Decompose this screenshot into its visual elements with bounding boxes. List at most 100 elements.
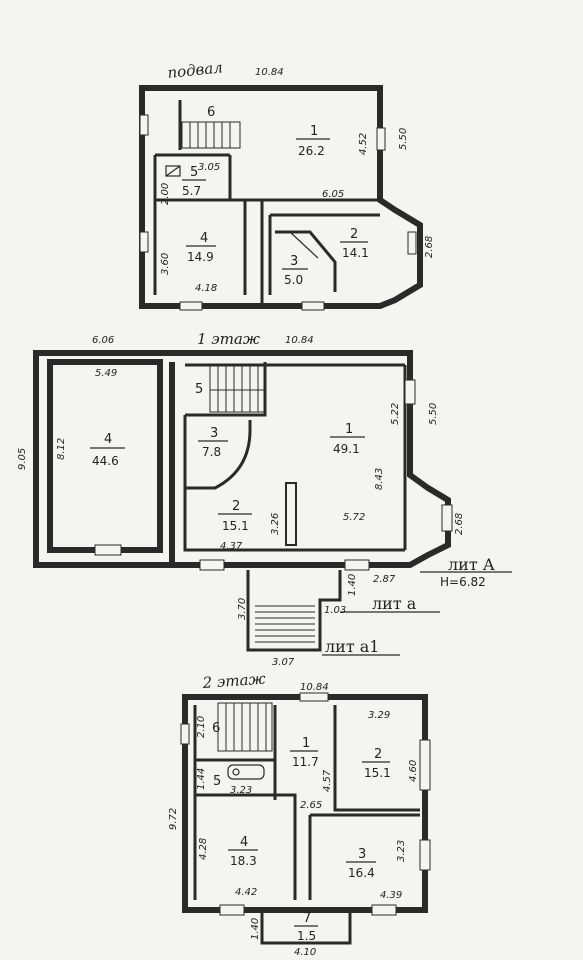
first-window bbox=[441, 504, 453, 532]
second-room-7-num: 7 bbox=[303, 911, 311, 926]
basement-window bbox=[179, 301, 203, 311]
second-dim: 4.57 bbox=[322, 769, 333, 792]
first-dim: 5.50 bbox=[428, 403, 439, 425]
first-stair bbox=[209, 365, 267, 413]
second-room-2-num: 2 bbox=[374, 747, 382, 762]
second-floor-title: 2 этаж bbox=[201, 670, 266, 692]
first-room-4-num: 4 bbox=[104, 432, 112, 447]
first-dim: 10.84 bbox=[285, 335, 314, 346]
first-window bbox=[404, 379, 416, 405]
basement-room-5-num: 5 bbox=[190, 165, 198, 180]
second-dim: 10.84 bbox=[300, 682, 329, 693]
second-dim: 4.39 bbox=[380, 890, 402, 901]
basement-room3-wall bbox=[275, 230, 337, 292]
basement-window bbox=[301, 301, 325, 311]
second-dim: 4.60 bbox=[408, 760, 419, 782]
second-dim: 3.23 bbox=[396, 840, 407, 862]
second-outer-wall bbox=[182, 694, 428, 913]
second-dim: 4.10 bbox=[294, 947, 316, 958]
basement-room-2-area: 14.1 bbox=[342, 246, 369, 260]
first-window bbox=[199, 559, 225, 571]
second-stair bbox=[217, 702, 273, 752]
first-dim: 5.49 bbox=[95, 368, 117, 379]
entry-stair-wall bbox=[246, 570, 342, 652]
lit-a-main-label: лит А bbox=[448, 555, 495, 574]
bathtub-icon bbox=[227, 764, 265, 780]
basement-room-2-num: 2 bbox=[350, 227, 358, 242]
bathtub-drain-icon bbox=[232, 768, 240, 776]
second-dim: 3.29 bbox=[368, 710, 390, 721]
basement-room-3-area: 5.0 bbox=[284, 273, 303, 287]
basement-room-4-num: 4 bbox=[200, 231, 208, 246]
second-window bbox=[419, 839, 431, 871]
second-inner-wall bbox=[193, 705, 420, 900]
second-room-4-area: 18.3 bbox=[230, 854, 257, 868]
basement-dim: 5.50 bbox=[398, 128, 409, 150]
basement-window bbox=[139, 231, 149, 253]
basement-stair bbox=[181, 121, 241, 149]
second-dim: 4.42 bbox=[235, 887, 257, 898]
first-inner-wall-2 bbox=[183, 362, 407, 552]
basement-dim: 4.18 bbox=[195, 283, 217, 294]
basement-room-3-num: 3 bbox=[290, 254, 298, 269]
second-dim: 3.23 bbox=[230, 785, 252, 796]
first-dim: 2.68 bbox=[454, 513, 465, 535]
basement-inner-wall bbox=[153, 100, 380, 306]
first-column bbox=[285, 482, 297, 546]
first-room-5-num: 5 bbox=[195, 382, 203, 397]
first-dim: 6.06 bbox=[92, 335, 114, 346]
first-dim: 1.03 bbox=[324, 605, 346, 616]
first-dim: 3.70 bbox=[237, 598, 248, 620]
fixture-icon bbox=[165, 165, 181, 177]
first-room-3-area: 7.8 bbox=[202, 445, 221, 459]
first-inner-wall bbox=[47, 359, 175, 565]
entry-stair bbox=[255, 605, 315, 643]
basement-plan: подвал 10.84 6 1 26.2 bbox=[139, 58, 435, 311]
first-floor-plan: 6.06 1 этаж 10.84 bbox=[17, 330, 512, 668]
first-dim: 9.05 bbox=[17, 448, 28, 470]
basement-window bbox=[407, 231, 417, 255]
basement-dim: 3.05 bbox=[198, 162, 220, 173]
second-room-1-area: 11.7 bbox=[292, 755, 319, 769]
basement-title: подвал bbox=[167, 58, 224, 82]
basement-window bbox=[139, 114, 149, 136]
basement-dim-width: 10.84 bbox=[255, 67, 284, 78]
basement-window bbox=[376, 127, 386, 151]
first-room-1-area: 49.1 bbox=[333, 442, 360, 456]
balcony-wall bbox=[260, 910, 352, 945]
basement-room-1-num: 1 bbox=[310, 124, 318, 139]
second-room-1-num: 1 bbox=[302, 736, 310, 751]
first-room-4-area: 44.6 bbox=[92, 454, 119, 468]
lit-a-small-label: лит а bbox=[372, 594, 417, 613]
basement-room-1-area: 26.2 bbox=[298, 144, 325, 158]
first-curved-wall bbox=[185, 420, 252, 490]
first-room-2-num: 2 bbox=[232, 499, 240, 514]
basement-dim: 6.05 bbox=[322, 189, 344, 200]
second-dim: 2.10 bbox=[196, 716, 207, 738]
first-room-2-area: 15.1 bbox=[222, 519, 249, 533]
first-dim: 8.12 bbox=[56, 438, 67, 460]
first-room-3-num: 3 bbox=[210, 426, 218, 441]
lit-a1-label: лит а1 bbox=[325, 637, 379, 656]
first-dim: 1.40 bbox=[347, 574, 358, 596]
second-room-2-area: 15.1 bbox=[364, 766, 391, 780]
second-window bbox=[219, 904, 245, 916]
basement-dim: 2.68 bbox=[424, 236, 435, 258]
fixture-icon bbox=[165, 165, 181, 177]
second-dim: 1.44 bbox=[196, 768, 207, 790]
door-swing-icon bbox=[289, 231, 319, 259]
first-dim: 3.07 bbox=[272, 657, 295, 668]
first-dim: 3.26 bbox=[270, 513, 281, 535]
second-dim: 9.72 bbox=[168, 808, 179, 830]
first-dim: 5.72 bbox=[343, 512, 365, 523]
second-dim: 4.28 bbox=[198, 838, 209, 860]
basement-dim: 2.00 bbox=[160, 183, 171, 205]
basement-room-5-area: 5.7 bbox=[182, 184, 201, 198]
first-dim: 4.37 bbox=[220, 541, 243, 552]
second-room-4-num: 4 bbox=[240, 835, 248, 850]
first-window bbox=[94, 544, 122, 556]
second-floor-plan: 2 этаж 10.84 6 1 11.7 2 bbox=[168, 670, 431, 958]
first-dim: 8.43 bbox=[374, 468, 385, 490]
first-room-1-num: 1 bbox=[345, 422, 353, 437]
